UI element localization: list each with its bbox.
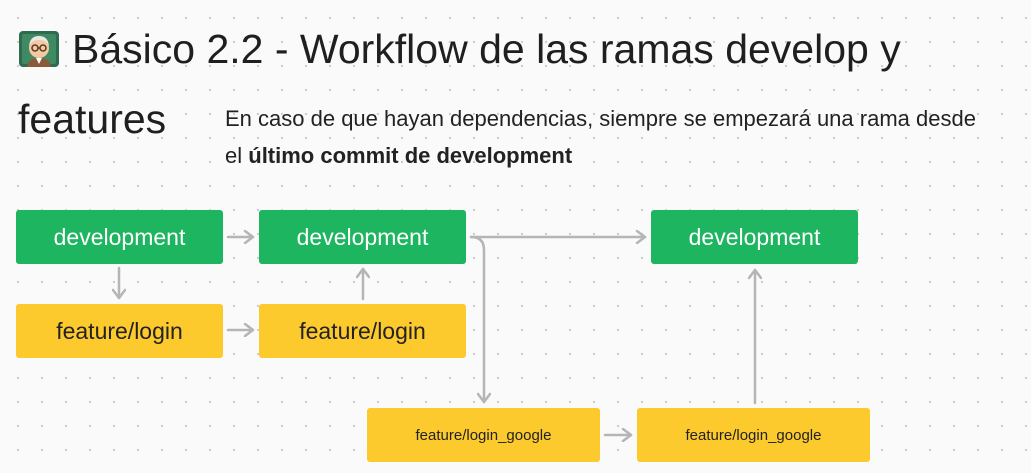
subtitle: En caso de que hayan dependencias, siemp… [225, 100, 985, 174]
node-feature-login-1: feature/login [16, 304, 223, 358]
page-title: Básico 2.2 - Workflow de las ramas devel… [18, 24, 901, 74]
title-text-line1: Básico 2.2 - Workflow de las ramas devel… [72, 26, 901, 72]
node-feature-login-google-2: feature/login_google [637, 408, 870, 462]
node-feature-login-2: feature/login [259, 304, 466, 358]
node-feature-login-google-1: feature/login_google [367, 408, 600, 462]
arrow-dev2-google1 [469, 235, 484, 404]
node-development-3: development [651, 210, 858, 264]
node-development-2: development [259, 210, 466, 264]
title-text-line2: features [18, 96, 167, 142]
node-development-1: development [16, 210, 223, 264]
teacher-emoji-icon [19, 31, 59, 67]
subtitle-plain: En caso de que hayan dependencias, siemp… [225, 106, 976, 168]
subtitle-bold: último commit de development [248, 143, 573, 168]
